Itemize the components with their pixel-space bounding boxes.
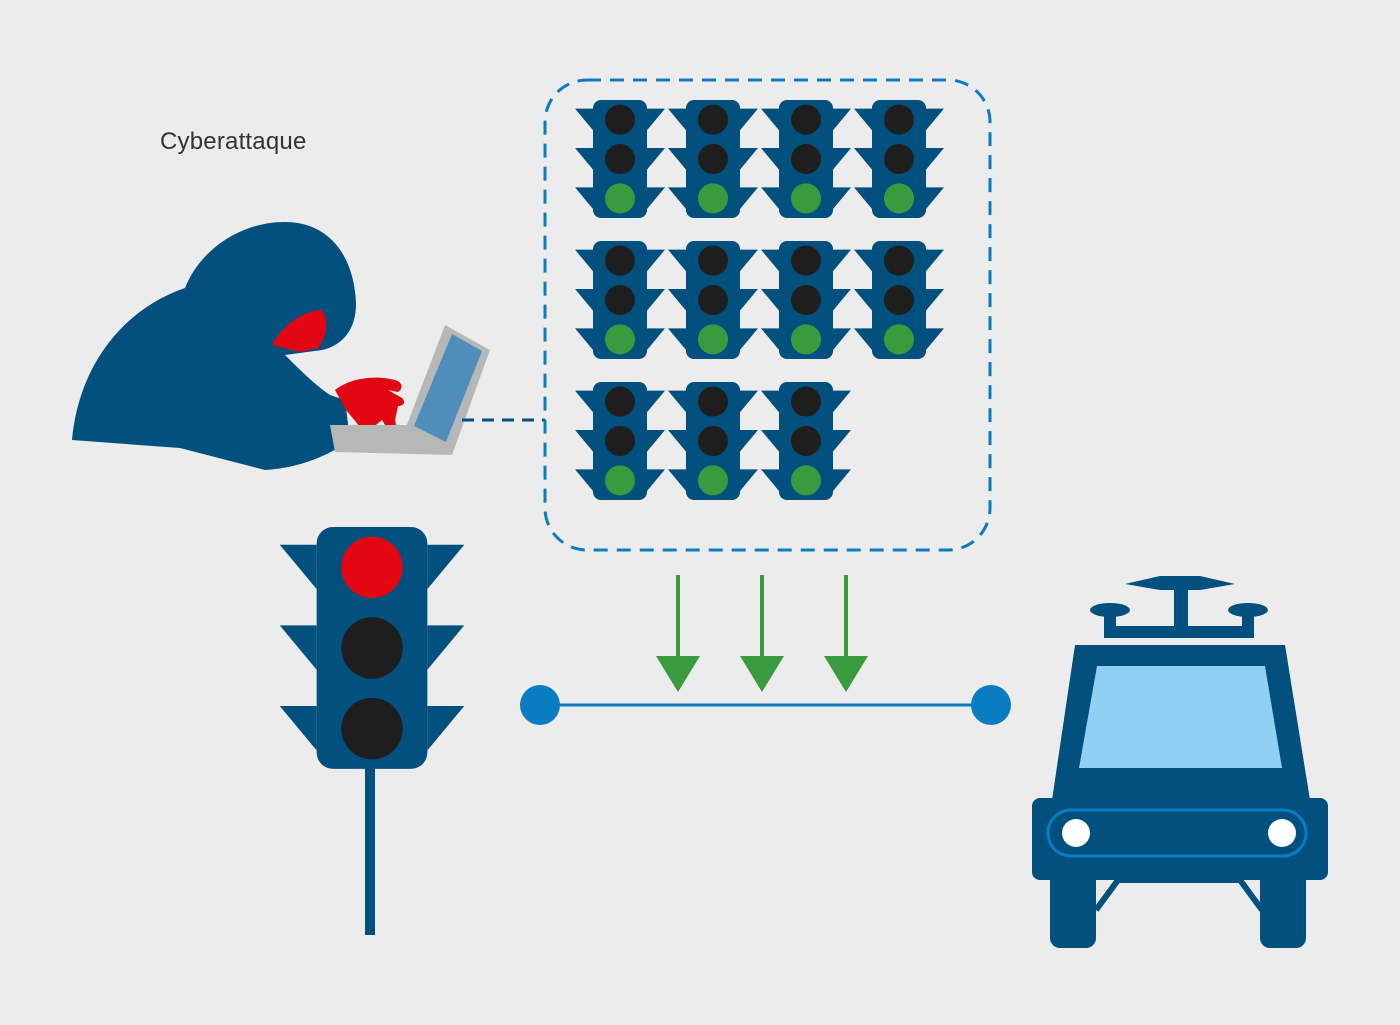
- injection-arrow-shaft: [844, 575, 848, 660]
- hooded-hacker-icon: [72, 222, 405, 470]
- signal-lamp: [341, 536, 403, 599]
- cyberattack-label: Cyberattaque: [160, 128, 307, 155]
- signal-lamp: [791, 386, 821, 417]
- signal-lamp: [698, 183, 728, 214]
- v2x-communication-link: [520, 685, 1011, 725]
- traffic-light-pole: [365, 760, 375, 935]
- signal-lamp: [605, 104, 635, 135]
- traffic-light-green-icon: [761, 382, 851, 500]
- injection-arrows: [656, 575, 868, 692]
- fake-traffic-light-grid: [575, 100, 944, 500]
- signal-lamp: [605, 245, 635, 276]
- signal-lamp: [605, 183, 635, 214]
- signal-lamp: [884, 285, 914, 315]
- traffic-light-green-icon: [575, 382, 665, 500]
- signal-lamp: [791, 285, 821, 315]
- signal-lamp: [698, 324, 728, 355]
- signal-lamp: [605, 465, 635, 496]
- signal-lamp: [791, 183, 821, 214]
- traffic-light-green-icon: [761, 100, 851, 218]
- traffic-light-green-icon: [854, 241, 944, 359]
- traffic-light-green-icon: [575, 100, 665, 218]
- signal-lamp: [791, 324, 821, 355]
- hacker-body: [72, 222, 356, 470]
- injection-arrow-head: [740, 656, 784, 692]
- signal-lamp: [698, 465, 728, 496]
- traffic-light-green-icon: [668, 382, 758, 500]
- laptop-keyboard: [330, 425, 452, 455]
- signal-lamp: [698, 386, 728, 417]
- signal-lamp: [341, 697, 403, 760]
- signal-lamp: [698, 426, 728, 456]
- injection-arrow-head: [824, 656, 868, 692]
- injection-arrow-shaft: [676, 575, 680, 660]
- compromised-network-boundary: [543, 78, 992, 552]
- signal-lamp: [605, 144, 635, 174]
- signal-lamp: [698, 245, 728, 276]
- signal-lamp: [605, 386, 635, 417]
- signal-lamp: [791, 465, 821, 496]
- signal-lamp: [884, 324, 914, 355]
- signal-lamp: [884, 245, 914, 276]
- signal-lamp: [605, 426, 635, 456]
- traffic-light-green-icon: [575, 241, 665, 359]
- signal-lamp: [605, 324, 635, 355]
- signal-lamp: [698, 144, 728, 174]
- signal-lamp: [341, 617, 403, 679]
- autonomous-vehicle-icon: [1032, 576, 1328, 948]
- hacker-hand: [335, 377, 405, 434]
- signal-lamp: [884, 144, 914, 174]
- vehicle-windshield: [1079, 666, 1282, 768]
- injection-arrow-shaft: [760, 575, 764, 660]
- signal-lamp: [884, 183, 914, 214]
- vehicle-headlight-left: [1062, 819, 1090, 847]
- traffic-light-green-icon: [668, 241, 758, 359]
- injection-arrow-head: [656, 656, 700, 692]
- traffic-light-green-icon: [854, 100, 944, 218]
- signal-lamp: [698, 104, 728, 135]
- signal-lamp: [791, 104, 821, 135]
- vehicle-headlight-right: [1268, 819, 1296, 847]
- traffic-light-red-icon: [279, 527, 465, 935]
- signal-lamp: [791, 245, 821, 276]
- signal-lamp: [605, 285, 635, 315]
- signal-lamp: [791, 426, 821, 456]
- laptop-screen: [414, 334, 482, 442]
- signal-lamp: [698, 285, 728, 315]
- link-endpoint-left: [520, 685, 560, 725]
- traffic-light-head: [279, 527, 465, 769]
- traffic-light-green-icon: [761, 241, 851, 359]
- traffic-light-green-icon: [668, 100, 758, 218]
- hacker-face: [272, 310, 327, 352]
- signal-lamp: [884, 104, 914, 135]
- signal-lamp: [791, 144, 821, 174]
- link-endpoint-right: [971, 685, 1011, 725]
- laptop-icon: [330, 325, 490, 455]
